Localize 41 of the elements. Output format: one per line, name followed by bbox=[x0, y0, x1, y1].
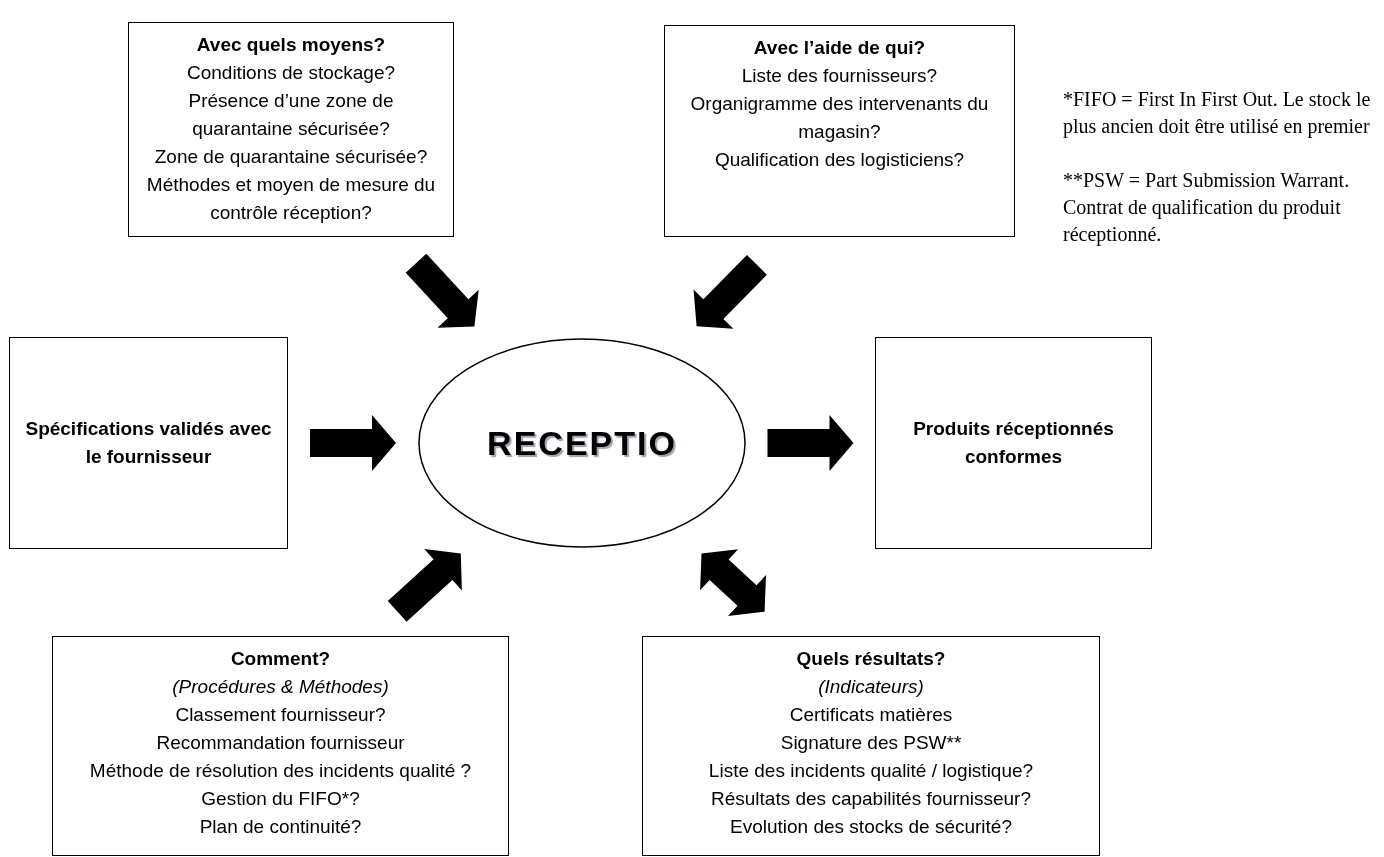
block-arrow bbox=[700, 549, 766, 617]
block-arrow bbox=[405, 253, 479, 328]
node-text: Zone de quarantaine sécurisée? bbox=[154, 145, 428, 169]
node-text: Recommandation fournisseur bbox=[156, 731, 405, 755]
node-text: Méthodes et moyen de mesure du contrôle réception? bbox=[145, 173, 437, 225]
text-box bbox=[128, 22, 454, 237]
text-box bbox=[9, 337, 288, 549]
node-title: RECEPTIO bbox=[487, 422, 677, 464]
node-text: Organigramme des intervenants du magasin? bbox=[689, 92, 990, 144]
block-arrow bbox=[767, 415, 854, 471]
block-arrow bbox=[693, 255, 767, 329]
text-box bbox=[642, 636, 1100, 856]
text-box bbox=[664, 25, 1015, 237]
node-text: Certificats matières bbox=[789, 703, 953, 727]
node-title: Spécifications validés avec le fournisseur bbox=[24, 417, 273, 469]
node-text: Liste des fournisseurs? bbox=[741, 64, 938, 88]
node-text: Conditions de stockage? bbox=[186, 61, 396, 85]
node-text: Présence d’une zone de quarantaine sécurisée? bbox=[187, 89, 395, 141]
node-title: Produits réceptionnés conformes bbox=[912, 417, 1115, 469]
text-box bbox=[52, 636, 509, 856]
node-text: Gestion du FIFO*? bbox=[201, 787, 360, 811]
node-text: Méthode de résolution des incidents qualité ? bbox=[89, 759, 472, 783]
node-text: Résultats des capabilités fournisseur? bbox=[711, 787, 1031, 811]
block-arrow bbox=[310, 415, 396, 471]
node-title: Quels résultats? bbox=[796, 647, 946, 671]
footnote: *FIFO = First In First Out. Le stock le plus ancien doit être utilisé en premier bbox=[1063, 87, 1372, 140]
node-text: Signature des PSW** bbox=[780, 731, 962, 755]
block-arrow bbox=[387, 549, 462, 622]
node-title: Avec quels moyens? bbox=[196, 33, 386, 57]
node-title: Avec l’aide de qui? bbox=[753, 36, 926, 60]
process-ellipse bbox=[418, 338, 746, 548]
node-text: Plan de continuité? bbox=[199, 815, 362, 839]
node-text: Liste des incidents qualité / logistique? bbox=[708, 759, 1034, 783]
node-text: (Procédures & Méthodes) bbox=[172, 675, 389, 699]
text-box bbox=[875, 337, 1152, 549]
node-text: Qualification des logisticiens? bbox=[714, 148, 965, 172]
node-text: Evolution des stocks de sécurité? bbox=[730, 815, 1012, 839]
node-title: Comment? bbox=[230, 647, 331, 671]
footnote: **PSW = Part Submission Warrant. Contrat de qualification du produit réceptionné. bbox=[1063, 168, 1351, 248]
node-text: (Indicateurs) bbox=[818, 675, 924, 699]
node-text: Classement fournisseur? bbox=[175, 703, 386, 727]
